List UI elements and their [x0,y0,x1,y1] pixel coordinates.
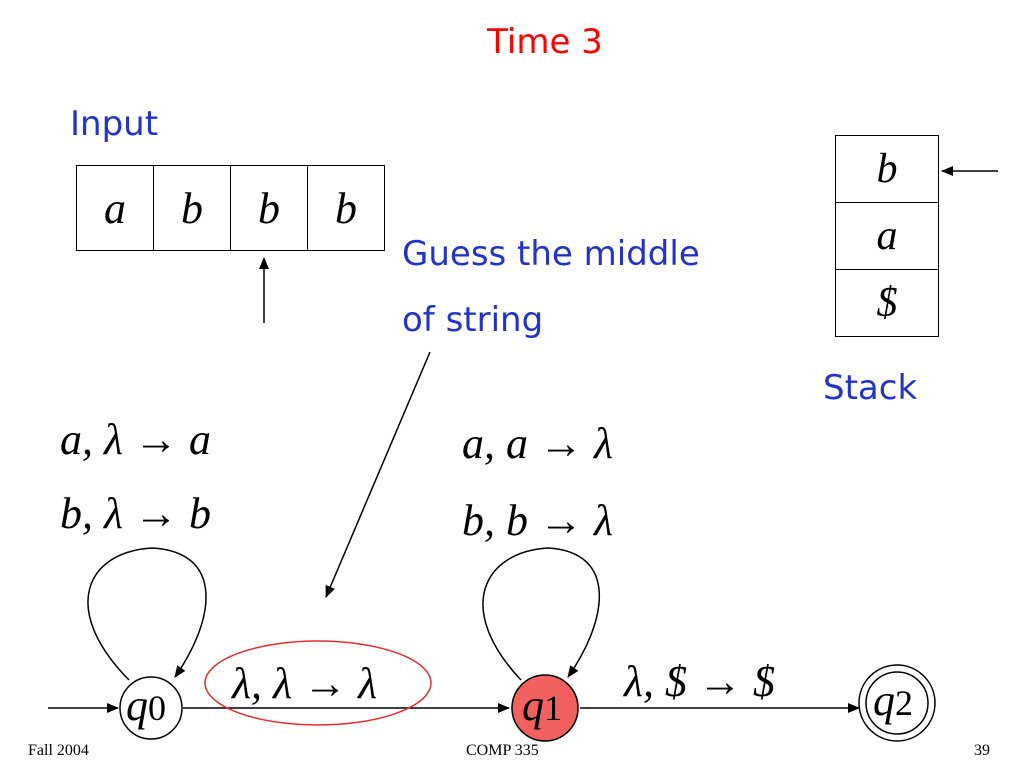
slide-title: Time 3 [487,22,603,62]
footer-left: Fall 2004 [28,742,89,759]
loop-q1-rule1: a, a → λ [462,419,614,468]
stack-cell: $ [835,269,939,337]
input-symbol: b [335,183,357,233]
state-q0 [119,676,183,740]
loop-q1-rule2: b, b → λ [462,496,614,545]
input-tape: a b b b [76,165,385,251]
input-symbol: b [258,183,280,233]
state-q1 [511,674,579,742]
input-symbol: b [181,183,203,233]
state-q1-label: q1 [522,681,562,730]
stack-symbol: $ [876,280,898,326]
stack-column: b a $ [835,135,939,337]
input-label: Input [70,104,159,144]
annotation-pointer-arrow [325,351,431,598]
transition-q0-q1-label: λ, λ → λ [232,659,378,708]
footer-page-number: 39 [974,742,990,759]
stack-symbol: b [876,146,898,192]
state-q2-inner [865,671,929,735]
loop-q1 [482,547,601,681]
annotation-line1: Guess the middle [402,234,700,274]
state-q2-outer [858,664,936,742]
input-symbol: a [104,183,126,233]
annotation-line2: of string [402,300,544,340]
stack-label: Stack [823,368,918,408]
state-q2-label: q2 [873,676,913,725]
loop-q0-rule1: a, λ → a [60,415,212,464]
input-cell: b [307,165,385,251]
state-q0-label: q0 [126,681,166,730]
loop-q0-rule2: b, λ → b [60,489,212,538]
highlight-ellipse [204,640,432,726]
transition-q1-q2-label: λ, $ → $ [624,657,776,706]
loop-q0 [87,547,207,681]
stack-symbol: a [876,213,898,259]
footer-center: COMP 335 [466,742,539,759]
